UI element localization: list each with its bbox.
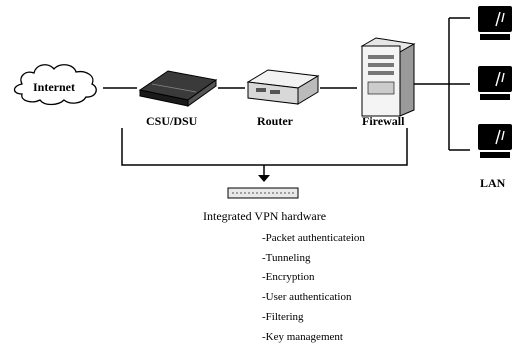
connection-lines [103, 17, 470, 176]
csu-dsu-icon [138, 70, 218, 107]
router-icon [246, 69, 320, 105]
vpn-hardware-icon [227, 187, 299, 199]
lan-computer-icon-1 [478, 6, 512, 40]
arrow-head [258, 175, 270, 182]
firewall-icon [360, 37, 416, 117]
vpn-feature-item: -Tunneling [262, 252, 311, 264]
internet-cloud-icon [13, 64, 97, 106]
router-label: Router [257, 114, 293, 128]
vpn-feature-item: -Filtering [262, 311, 304, 323]
vpn-label: Integrated VPN hardware [203, 209, 327, 223]
lan-label: LAN [480, 176, 506, 190]
vpn-feature-item: -Key management [262, 331, 343, 343]
internet-label: Internet [33, 80, 75, 94]
vpn-feature-item: -Encryption [262, 271, 315, 283]
firewall-label: Firewall [362, 114, 405, 128]
vpn-feature-item: -Packet authenticateion [262, 232, 365, 244]
vpn-bracket [121, 128, 408, 166]
lan-computer-icon-2 [478, 66, 512, 100]
vpn-feature-item: -User authentication [262, 291, 352, 303]
lan-computer-icon-3 [478, 124, 512, 158]
csu-dsu-label: CSU/DSU [146, 114, 198, 128]
